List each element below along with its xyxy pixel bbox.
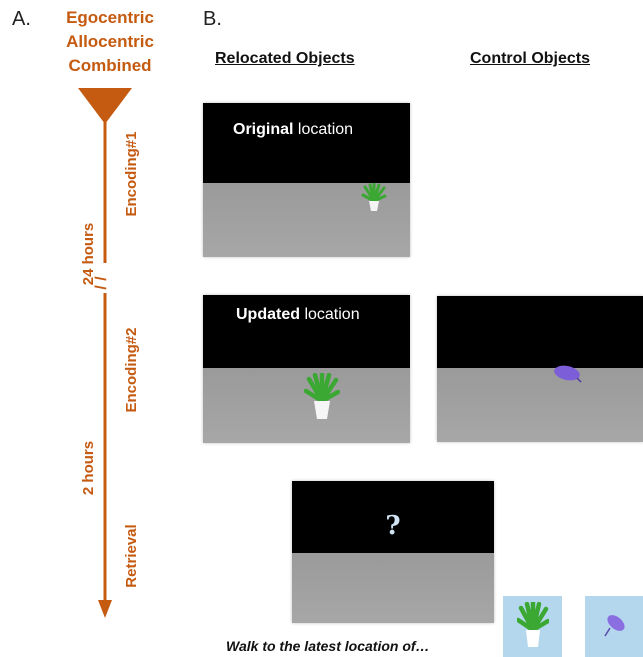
condition-combined: Combined (68, 56, 152, 75)
thumb-relocated-object (503, 596, 562, 657)
caption-bold-updated: Updated (236, 306, 300, 323)
umbrella-icon (604, 615, 625, 637)
control-objects-header: Control Objects (470, 50, 591, 67)
plant-icon (517, 602, 549, 647)
label-encoding2: Encoding#2 (123, 327, 140, 413)
scene-updated-location: Updated location (203, 295, 410, 443)
label-retrieval: Retrieval (123, 524, 140, 588)
retrieval-instruction: Walk to the latest location of… (226, 638, 430, 654)
relocated-objects-header: Relocated Objects (215, 50, 355, 67)
caption-rest-original: location (293, 121, 354, 138)
scene-original-location: Original location (203, 103, 410, 257)
thumb-control-object (585, 596, 643, 657)
timeline-arrow (78, 88, 132, 618)
label-2-hours: 2 hours (80, 440, 97, 496)
plant-icon (304, 373, 340, 419)
scene-retrieval: ? (292, 481, 494, 623)
scene-control-object (437, 296, 643, 442)
panel-b-letter: B. (203, 8, 222, 30)
scene-caption-original: Original location (233, 121, 353, 139)
condition-allocentric: Allocentric (66, 32, 154, 51)
caption-bold-original: Original (233, 121, 294, 138)
condition-egocentric: Egocentric (66, 8, 154, 27)
plant-icon (361, 183, 387, 211)
funnel-triangle (78, 88, 132, 124)
break-mark: / / (93, 276, 110, 290)
panel-a-letter: A. (12, 8, 31, 30)
condition-list: Egocentric Allocentric Combined (50, 6, 170, 78)
question-mark: ? (385, 511, 401, 541)
label-encoding1: Encoding#1 (123, 131, 140, 217)
timeline-arrowhead (98, 600, 112, 618)
scene-caption-updated: Updated location (236, 306, 360, 324)
caption-rest-updated: location (300, 306, 360, 323)
umbrella-icon (554, 365, 582, 383)
